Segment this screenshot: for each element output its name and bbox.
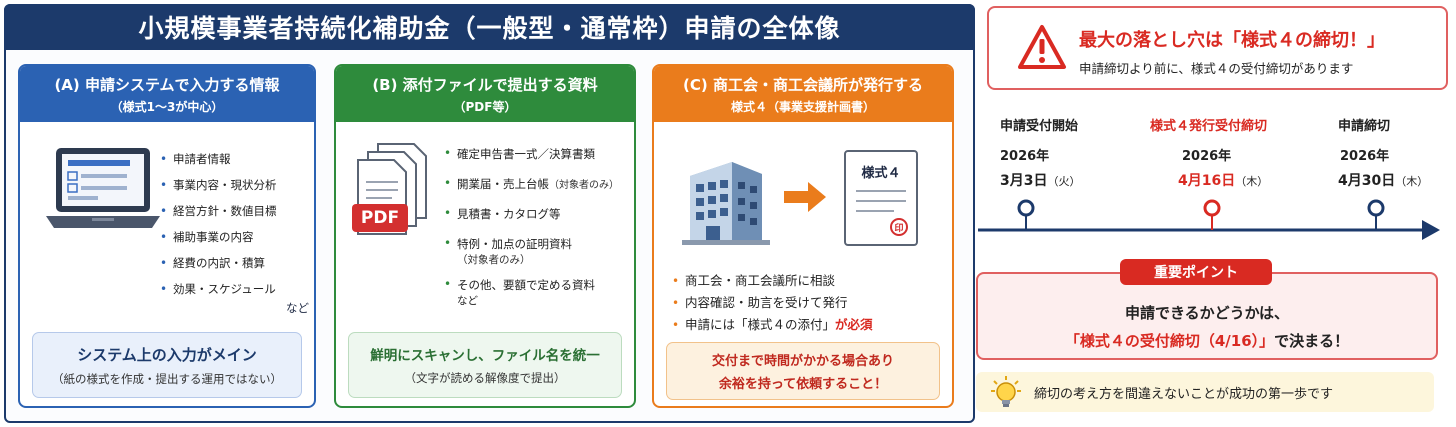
panel-a-callout-main: システム上の入力がメイン [77, 345, 257, 364]
arrow-right-icon [784, 182, 826, 212]
panel-a-system-input: (A) 申請システムで入力する情報 （様式1〜3が中心） 申請者情報 事業内容・… [18, 64, 316, 408]
timeline-label-form4: 様式４発行受付締切 [1150, 119, 1268, 134]
warning-subtitle: 申請締切より前に、様式４の受付締切があります [1079, 61, 1354, 76]
important-point-box: 申請できるかどうかは、 「様式４の受付締切（4/16）」で決まる！ [976, 272, 1438, 360]
warning-triangle-icon [1018, 25, 1066, 69]
timeline-label-deadline: 申請締切 [1338, 119, 1391, 134]
timeline-year-start: 2026年 [1000, 149, 1050, 164]
list-item: 経費の内訳・積算 [160, 250, 277, 276]
timeline-year-form4: 2026年 [1182, 149, 1232, 164]
list-item: 申請には「様式４の添付」が必須 [672, 314, 873, 336]
panel-c-heading: (C) 商工会・商工会議所が発行する [683, 75, 923, 94]
panel-b-callout: 鮮明にスキャンし、ファイル名を統一 （文字が読める解像度で提出） [348, 332, 622, 398]
panel-b-attachments: (B) 添付ファイルで提出する資料 （PDF等） PDF 確定申告書一式／決算書… [334, 64, 636, 408]
panel-c-list: 商工会・商工会議所に相談 内容確認・助言を受けて発行 申請には「様式４の添付」が… [672, 270, 873, 336]
timeline-axis [978, 199, 1440, 240]
point-line1: 申請できるかどうかは、 [1124, 304, 1290, 322]
list-item: 内容確認・助言を受けて発行 [672, 292, 873, 314]
panel-a-subheading: （様式1〜3が中心） [110, 99, 224, 114]
panel-a-suffix: など [286, 301, 309, 315]
timeline-date-start: 3月3日（火） [1000, 173, 1081, 189]
list-item: 申請者情報 [160, 146, 277, 172]
tip-text: 締切の考え方を間違えないことが成功の第一歩です [1034, 386, 1334, 402]
timeline-year-deadline: 2026年 [1340, 149, 1390, 164]
warning-title: 最大の落とし穴は「様式４の締切！」 [1079, 30, 1385, 51]
office-building-icon [682, 162, 770, 245]
form4-document: 様式４ 印 [844, 150, 918, 246]
list-item: 商工会・商工会議所に相談 [672, 270, 873, 292]
panel-a-header: (A) 申請システムで入力する情報 （様式1〜3が中心） [20, 66, 314, 122]
timeline-label-start: 申請受付開始 [1000, 119, 1079, 134]
panel-b-heading: (B) 添付ファイルで提出する資料 [372, 75, 598, 94]
point-line2: 「様式４の受付締切（4/16）」で決まる！ [1064, 332, 1350, 350]
panel-c-form4: (C) 商工会・商工会議所が発行する 様式４（事業支援計画書） 様式４ 印 商工… [652, 64, 954, 408]
panel-c-callout-line2: 余裕を持って依頼すること！ [718, 377, 888, 392]
seal-stamp: 印 [890, 218, 908, 236]
panel-b-subheading: （PDF等） [453, 99, 517, 114]
warning-box: 最大の落とし穴は「様式４の締切！」 申請締切より前に、様式４の受付締切があります [987, 6, 1448, 90]
timeline-date-form4: 4月16日（木） [1178, 173, 1269, 189]
panel-b-list: 確定申告書一式／決算書類 開業届・売上台帳（対象者のみ） 見積書・カタログ等 特… [444, 146, 619, 308]
panel-a-list: 申請者情報 事業内容・現状分析 経営方針・数値目標 補助事業の内容 経費の内訳・… [160, 146, 277, 302]
tip-box: 締切の考え方を間違えないことが成功の第一歩です [976, 372, 1434, 412]
list-item: 経営方針・数値目標 [160, 198, 277, 224]
panel-b-header: (B) 添付ファイルで提出する資料 （PDF等） [336, 66, 634, 122]
important-point-tag: 重要ポイント [1120, 259, 1272, 285]
panel-b-callout-main: 鮮明にスキャンし、ファイル名を統一 [370, 348, 600, 364]
list-item: 効果・スケジュール [160, 276, 277, 302]
panel-a-callout: システム上の入力がメイン （紙の様式を作成・提出する運用ではない） [32, 332, 302, 398]
page-title: 小規模事業者持続化補助金（一般型・通常枠）申請の全体像 [4, 4, 975, 50]
panel-b-callout-sub: （文字が読める解像度で提出） [404, 371, 566, 385]
panel-c-subheading: 様式４（事業支援計画書） [730, 99, 875, 114]
list-item: 確定申告書一式／決算書類 [444, 146, 619, 162]
panel-a-heading: (A) 申請システムで入力する情報 [54, 75, 280, 94]
pdf-badge: PDF [352, 204, 408, 232]
panel-c-callout-line1: 交付まで時間がかかる場合あり [711, 354, 894, 369]
form4-label: 様式４ [861, 166, 901, 181]
timeline-date-deadline: 4月30日（木） [1338, 173, 1429, 189]
panel-a-callout-sub: （紙の様式を作成・提出する運用ではない） [52, 371, 282, 386]
panel-c-header: (C) 商工会・商工会議所が発行する 様式４（事業支援計画書） [654, 66, 952, 122]
list-item: 開業届・売上台帳（対象者のみ） [444, 176, 619, 192]
laptop-icon [46, 148, 160, 228]
list-item: 見積書・カタログ等 [444, 206, 619, 222]
list-item: 補助事業の内容 [160, 224, 277, 250]
list-item: 特例・加点の証明資料（対象者のみ） [444, 236, 619, 267]
lightbulb-icon [991, 376, 1021, 407]
list-item: 事業内容・現状分析 [160, 172, 277, 198]
panel-c-callout: 交付まで時間がかかる場合あり 余裕を持って依頼すること！ [666, 342, 940, 400]
